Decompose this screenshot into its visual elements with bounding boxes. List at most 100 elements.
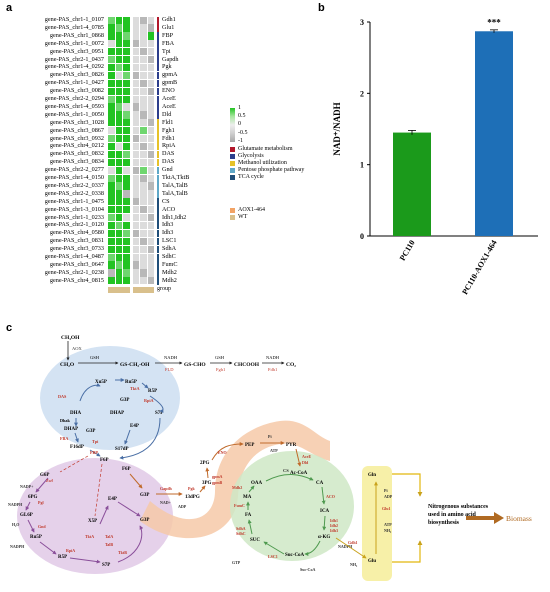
heatmap-cell [115,95,123,103]
svg-text:NADP+: NADP+ [20,484,34,489]
svg-text:S7P: S7P [155,411,163,416]
svg-text:FumC: FumC [234,503,245,508]
svg-text:Gapdh: Gapdh [160,486,173,491]
heatmap-cell [115,135,123,143]
svg-text:2PG: 2PG [200,461,210,466]
svg-text:gpmB: gpmB [212,480,223,485]
group-legend-swatch [230,208,235,213]
color-scale-tick: -0.5 [238,129,248,136]
heatmap-cell [108,229,115,238]
heatmap-enzyme-label: gpmB [162,79,178,87]
heatmap-cell [115,237,123,245]
svg-text:FLD: FLD [165,367,174,372]
heatmap-cell [115,214,123,222]
heatmap-cell [132,103,140,111]
heatmap-category-bar [157,32,159,40]
heatmap-category-bar [157,71,159,80]
heatmap-cell [147,16,155,24]
bar [475,31,513,237]
svg-text:Glu: Glu [368,559,376,564]
heatmap-cell [115,253,123,261]
heatmap-cell [108,206,115,214]
heatmap-cell [147,261,155,269]
svg-text:GSH: GSH [215,355,225,360]
svg-text:Pi: Pi [268,434,272,439]
heatmap-enzyme-label: Fdh1 [162,134,175,142]
heatmap-cell [115,63,123,72]
heatmap-cell [115,119,123,127]
heatmap-cell [123,142,130,151]
y-tick-label: 2 [360,89,364,98]
heatmap-gene-label: gene-PAS_chr1_0868 [49,31,104,39]
pathway-legend-label: Methanol utilization [238,160,287,166]
svg-text:NAD+: NAD+ [160,500,172,505]
svg-text:GTP: GTP [232,560,241,565]
heatmap-cell [147,87,155,95]
pathway-legend-label: Glutamate metabolism [238,146,293,152]
heatmap-cell [108,269,115,277]
heatmap-gene-label: gene-PAS_chr4_0212 [49,142,104,150]
heatmap-cell [123,127,130,135]
svg-text:ADP: ADP [178,504,187,509]
heatmap-cell [108,135,115,143]
svg-text:Mdh2: Mdh2 [232,485,242,490]
svg-text:TalA: TalA [105,534,113,539]
svg-text:Idh3: Idh3 [330,528,338,533]
heatmap-gene-label: gene-PAS_chr3_0951 [49,47,104,55]
heatmap-category-bar [157,253,159,261]
heatmap-cell [132,237,140,245]
svg-text:MA: MA [243,495,252,500]
heatmap-category-bar [157,245,159,254]
panel-label-a: a [6,2,13,14]
heatmap-cell [140,142,147,151]
svg-text:ATP: ATP [384,522,392,527]
heatmap-cell [140,150,147,159]
heatmap-gene-label: gene-PAS_chr3_0832 [49,150,104,158]
heatmap-cell [123,48,130,56]
heatmap-gene-label: gene-PAS_chr2-2_0337 [44,181,104,189]
heatmap-cell [108,32,115,40]
heatmap-enzyme-label: Gdh1 [162,16,176,23]
svg-text:R5P: R5P [58,555,67,560]
heatmap-gene-label: gene-PAS_chr1-4_0785 [44,23,104,31]
heatmap-category-bar [157,221,159,230]
heatmap-gene-label: gene-PAS_chr2-1_0120 [44,221,104,229]
heatmap-cell [147,119,155,127]
heatmap-cell [108,127,115,135]
heatmap-cell [108,198,115,206]
heatmap-cell [132,214,140,222]
group-legend-swatch [230,215,235,220]
heatmap-cell [140,198,147,206]
y-tick-label: 0 [360,232,364,241]
heatmap-gene-label: gene-PAS_chr3_0733 [49,245,104,253]
heatmap-cell [132,71,140,80]
svg-text:13dPG: 13dPG [185,495,200,500]
heatmap-gene-label: gene-PAS_chr4_0580 [49,229,104,237]
heatmap-cell [140,166,147,174]
svg-text:H₂O: H₂O [12,522,19,527]
heatmap-cell [123,237,130,245]
heatmap-cell [108,174,115,182]
svg-text:Suc-CoA: Suc-CoA [285,553,305,558]
heatmap-enzyme-label: ACO [162,205,176,213]
heatmap-cell [140,206,147,214]
heatmap-cell [132,277,140,285]
svg-text:Pi: Pi [384,488,388,493]
heatmap-cell [108,190,115,198]
heatmap-cell [115,71,123,80]
heatmap-cell [115,190,123,198]
heatmap-cell [115,142,123,151]
heatmap-category-bar [157,182,159,190]
heatmap-cell [140,229,147,238]
x-tick-label: PC110-AOX1-464 [460,239,498,297]
heatmap-category-bar [157,190,159,198]
heatmap-enzyme-label: FumC [162,260,178,268]
svg-text:ENO: ENO [218,450,227,455]
heatmap-cell [132,174,140,182]
svg-text:ACO: ACO [326,494,335,499]
svg-text:Pgk: Pgk [188,486,195,491]
heatmap-cell [123,56,130,64]
heatmap-cell [132,32,140,40]
pathway-legend-label: Pentose phosphate pathway [238,167,305,173]
svg-text:DHAP: DHAP [64,427,78,432]
